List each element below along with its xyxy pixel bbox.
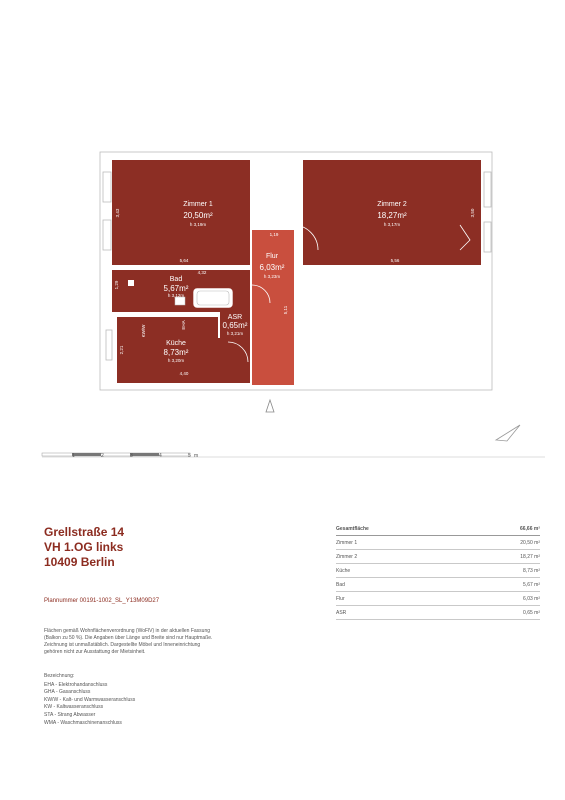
dim-flur-length: 5,11: [283, 305, 288, 314]
svg-text:2: 2: [101, 453, 104, 459]
svg-text:1: 1: [72, 453, 75, 459]
door-swings: [227, 204, 471, 363]
table-row-total: Gesamtfläche 66,66 m²: [336, 522, 540, 536]
svg-text:5: 5: [188, 453, 191, 459]
zimmer1-height: h 3,19m: [190, 222, 207, 227]
area-value: 6,03 m²: [462, 591, 540, 606]
legend-item: GHA - Gasanschluss: [44, 689, 91, 696]
table-row: Zimmer 1 20,50 m²: [336, 535, 540, 550]
dim-kueche-height: 2,21: [119, 345, 124, 354]
area-label: Küche: [336, 563, 463, 578]
flur-area: 6,03m²: [260, 263, 285, 272]
table-row: Bad 5,67 m²: [336, 577, 540, 592]
flur-height: h 3,23m: [264, 274, 281, 279]
dim-bad-height: 1,29: [114, 280, 119, 289]
zimmer2-name: Zimmer 2: [377, 201, 407, 208]
legend: Bezeichnung: EHA - Elektrohandanschluss …: [44, 673, 224, 727]
asr-name: ASR: [228, 314, 242, 321]
svg-text:3: 3: [130, 453, 133, 459]
room-zimmer1: [112, 160, 250, 265]
bathtub: [192, 287, 234, 309]
asr-area: 0,65m²: [223, 321, 248, 330]
window-left: [102, 171, 492, 361]
area-value: 66,66 m²: [462, 522, 540, 536]
svg-text:m: m: [194, 453, 198, 459]
bad-height: h 3,12m: [168, 293, 185, 298]
area-value: 8,73 m²: [462, 563, 540, 578]
address-line2: VH 1.OG links: [44, 540, 124, 554]
zimmer1-area: 20,50m²: [183, 211, 213, 220]
flur-name: Flur: [266, 253, 279, 260]
svg-text:4: 4: [159, 453, 162, 459]
area-label: Bad: [336, 577, 463, 592]
table-row: Küche 8,73 m²: [336, 563, 540, 578]
bad-name: Bad: [170, 276, 183, 283]
dim-z2-width: 5,56: [391, 258, 400, 263]
dim-bad-width: 4,32: [198, 270, 207, 275]
kueche-name: Küche: [166, 340, 186, 347]
plan-number: Plannummer 00191-1002_SL_Y13M09D27: [44, 598, 160, 604]
area-label: Gesamtfläche: [336, 522, 463, 536]
building-outline: [99, 151, 493, 391]
area-label: Zimmer 2: [336, 549, 463, 564]
room-flur: [252, 230, 294, 385]
dim-flur-top: 1,19: [270, 232, 279, 237]
label-kw: KW/W: [141, 324, 146, 337]
kueche-height: h 3,20m: [168, 358, 185, 363]
area-value: 5,67 m²: [462, 577, 540, 592]
dim-z1-width: 5,64: [180, 258, 189, 263]
legend-item: WMA - Waschmaschinenanschluss: [44, 719, 122, 726]
room-zimmer2: [303, 160, 481, 265]
dim-kueche-width: 4,40: [180, 371, 189, 376]
area-value: 20,50 m²: [462, 535, 540, 550]
legend-item: KW - Kaltwasseranschluss: [44, 704, 104, 711]
dim-z1-height: 3,43: [115, 208, 120, 217]
north-arrow: [494, 424, 521, 442]
kueche-area: 8,73m²: [164, 348, 189, 357]
entrance-arrow: [265, 398, 275, 413]
zimmer2-height: h 3,17m: [384, 222, 401, 227]
table-row: Zimmer 2 18,27 m²: [336, 549, 540, 564]
address-line1: Grellstraße 14: [44, 525, 125, 539]
table-row: Flur 6,03 m²: [336, 591, 540, 606]
zimmer1-name: Zimmer 1: [183, 201, 213, 208]
floor-plan: Zimmer 1 20,50m² h 3,19m Zimmer 2 18,27m…: [41, 151, 545, 459]
legend-heading: Bezeichnung:: [44, 673, 75, 679]
sink: [174, 296, 186, 306]
legend-item: STA - Strang Abwasser: [44, 711, 96, 718]
area-label: ASR: [336, 605, 463, 620]
asr-height: h 3,21m: [227, 331, 244, 336]
bad-area: 5,67m²: [164, 284, 189, 293]
area-table: Gesamtfläche 66,66 m² Zimmer 1 20,50 m² …: [336, 522, 540, 620]
dim-z2-height: 3,50: [470, 208, 475, 217]
area-note: Flächen gemäß Wohnflächenverordnung (WoF…: [44, 628, 213, 655]
legend-item: EHA - Elektrohandanschluss: [44, 681, 108, 688]
zimmer2-area: 18,27m²: [377, 211, 407, 220]
label-eha: EHA: [181, 320, 186, 329]
legend-item: KW/W - Kalt- und Warmwasseranschluss: [44, 696, 136, 703]
scale-bar: 1 2 3 4 5 m: [41, 452, 545, 459]
address-line3: 10409 Berlin: [44, 555, 115, 569]
room-kueche: [117, 317, 250, 383]
area-value: 18,27 m²: [462, 549, 540, 564]
area-label: Zimmer 1: [336, 535, 463, 550]
area-label: Flur: [336, 591, 463, 606]
table-row: ASR 0,65 m²: [336, 605, 540, 620]
area-value: 0,65 m²: [462, 605, 540, 620]
